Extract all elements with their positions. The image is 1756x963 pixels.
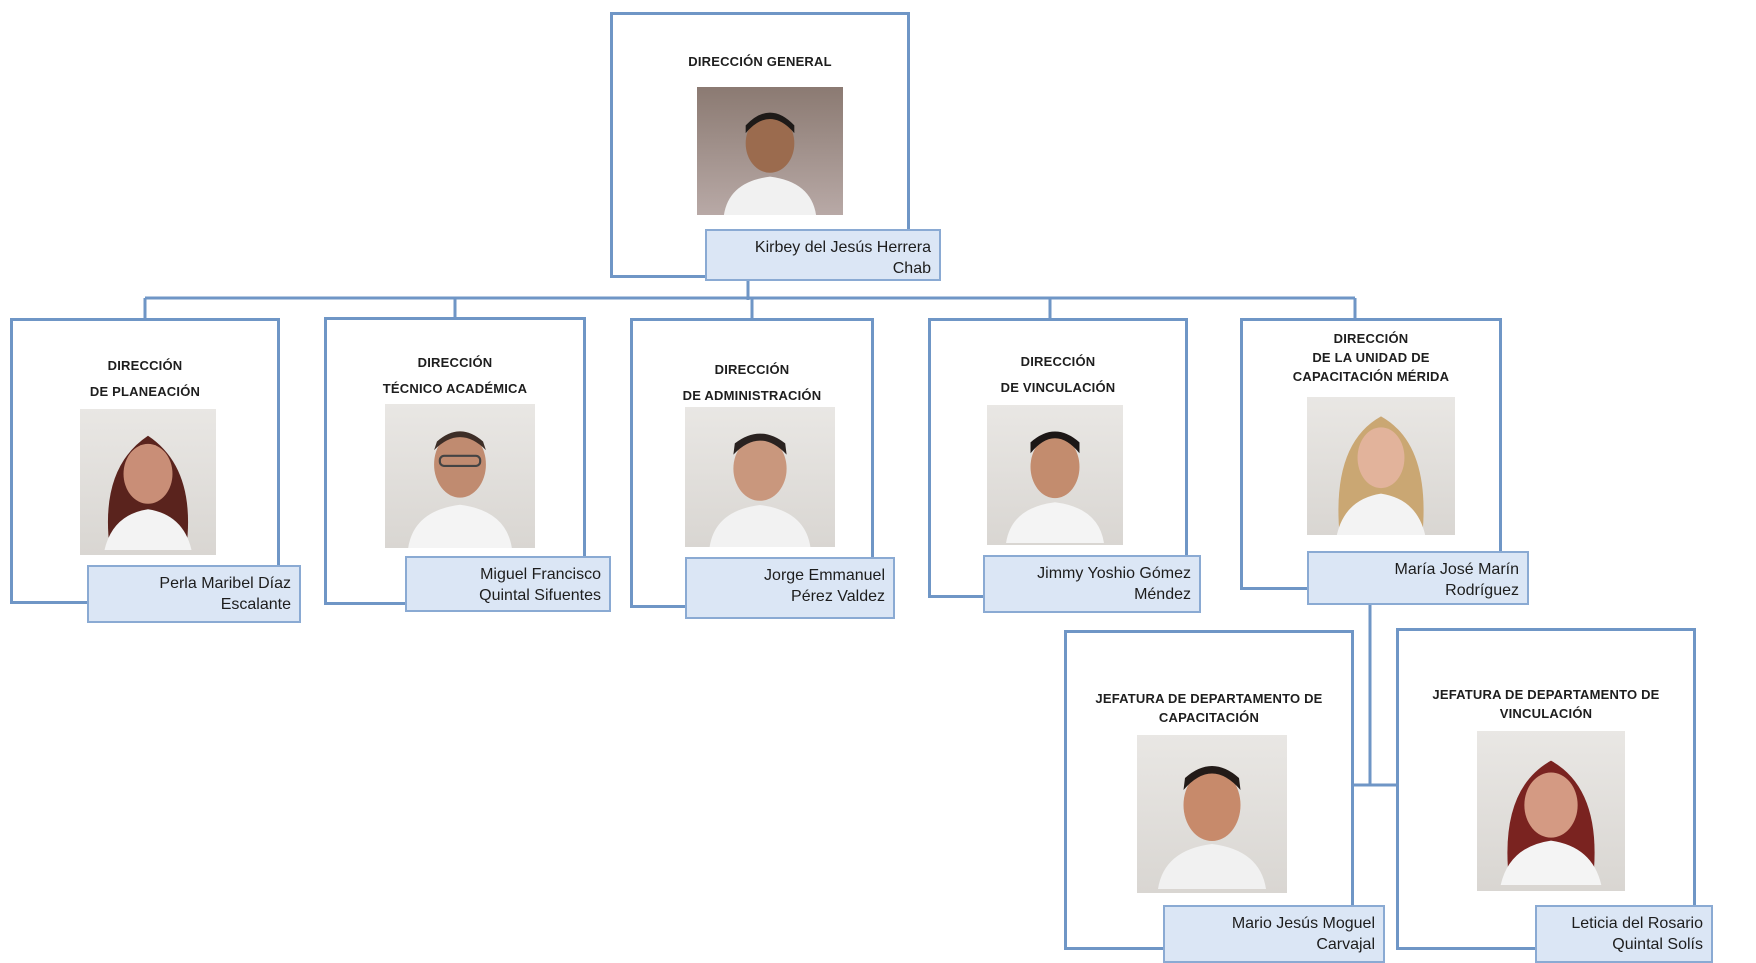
node-jefatura-capacitacion: JEFATURA DE DEPARTAMENTO DE CAPACITACIÓN… [1064, 630, 1385, 963]
person-name: Perla Maribel Díaz Escalante [87, 565, 301, 623]
node-direccion-planeacion: DIRECCIÓN DE PLANEACIÓN Perla Maribel Dí… [10, 318, 301, 623]
portrait-photo [1307, 397, 1455, 535]
node-title: DIRECCIÓN DE PLANEACIÓN [89, 358, 201, 399]
node-direccion-administracion: DIRECCIÓN DE ADMINISTRACIÓN Jorge Emmanu… [630, 318, 895, 619]
portrait-photo [1477, 731, 1625, 891]
node-title: DIRECCIÓN GENERAL [688, 54, 832, 69]
person-name: Mario Jesús Moguel Carvajal [1163, 905, 1385, 963]
person-name: Leticia del Rosario Quintal Solís [1535, 905, 1713, 963]
portrait-photo [385, 404, 535, 548]
person-name: Kirbey del Jesús Herrera Chab [705, 229, 941, 281]
node-title: JEFATURA DE DEPARTAMENTO DE CAPACITACIÓN [1095, 691, 1323, 725]
portrait-photo [685, 407, 835, 547]
person-name: Miguel Francisco Quintal Sifuentes [405, 556, 611, 612]
portrait-photo [80, 409, 216, 555]
node-direccion-general: DIRECCIÓN GENERAL Kirbey del Jesús Herre… [610, 12, 941, 281]
node-title: DIRECCIÓN DE LA UNIDAD DE CAPACITACIÓN M… [1292, 331, 1450, 384]
portrait-photo [697, 87, 843, 215]
node-direccion-tecnico-academica: DIRECCIÓN TÉCNICO ACADÉMICA Miguel Franc… [324, 317, 611, 612]
portrait-photo [1137, 735, 1287, 893]
portrait-photo [987, 405, 1123, 545]
person-name: Jorge Emmanuel Pérez Valdez [685, 557, 895, 619]
node-title: DIRECCIÓN TÉCNICO ACADÉMICA [382, 355, 528, 396]
node-jefatura-vinculacion: JEFATURA DE DEPARTAMENTO DE VINCULACIÓN … [1396, 628, 1713, 963]
node-title: JEFATURA DE DEPARTAMENTO DE VINCULACIÓN [1432, 687, 1660, 721]
node-title: DIRECCIÓN DE VINCULACIÓN [1000, 354, 1116, 395]
person-name: María José Marín Rodríguez [1307, 551, 1529, 605]
node-title: DIRECCIÓN DE ADMINISTRACIÓN [682, 362, 822, 403]
node-direccion-unidad-merida: DIRECCIÓN DE LA UNIDAD DE CAPACITACIÓN M… [1240, 318, 1529, 605]
person-name: Jimmy Yoshio Gómez Méndez [983, 555, 1201, 613]
node-direccion-vinculacion: DIRECCIÓN DE VINCULACIÓN Jimmy Yoshio Gó… [928, 318, 1201, 613]
